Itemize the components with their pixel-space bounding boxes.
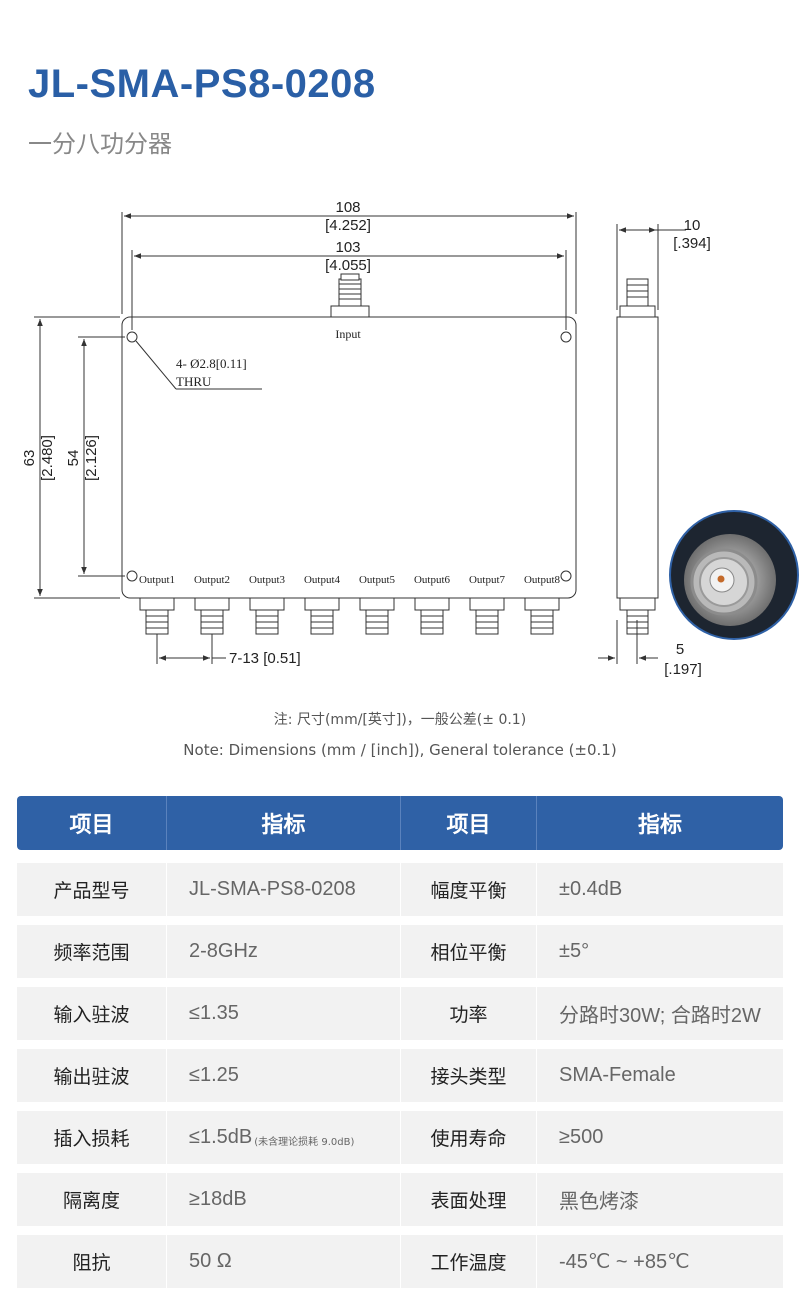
product-subtitle: 一分八功分器 [28,130,172,158]
row-key: 接头类型 [401,1049,537,1102]
table-row: 输出驻波 ≤1.25 接头类型 SMA-Female [17,1049,783,1102]
row-value: 2-8GHz [167,925,401,978]
row-key: 幅度平衡 [401,863,537,916]
output-label-1: Output1 [139,574,175,586]
header-spec-2: 指标 [637,813,682,838]
table-row: 插入损耗 ≤1.5dB(未含理论损耗 9.0dB) 使用寿命 ≥500 [17,1111,783,1164]
dim-overall-width-inch: [4.252] [325,217,371,234]
input-label: Input [335,327,361,341]
table-row: 输入驻波 ≤1.35 功率 分路时30W; 合路时2W [17,987,783,1040]
row-value: 黑色烤漆 [559,1191,639,1213]
table-header: 项目 指标 项目 指标 [17,796,783,850]
dim-overall-height: 63 [21,450,38,467]
output-connector-3 [249,597,285,635]
insertion-loss-value: ≤1.5dB [189,1126,253,1148]
row-value: ≤1.5dB(未含理论损耗 9.0dB) [167,1111,401,1164]
output-connector-7 [469,597,505,635]
dim-thickness-inch: [.394] [673,235,711,252]
row-key: 输入驻波 [17,987,167,1040]
dim-offset-inch: [.197] [664,661,702,678]
insertion-loss-note: (未含理论损耗 9.0dB) [254,1137,355,1148]
row-value: ≥500 [559,1126,604,1148]
row-key: 使用寿命 [401,1111,537,1164]
dim-hole-spacing-inch: [4.055] [325,257,371,274]
row-value: SMA-Female [559,1064,676,1086]
table-row: 隔离度 ≥18dB 表面处理 黑色烤漆 [17,1173,783,1226]
output-connector-5 [359,597,395,635]
header-item-1: 项目 [17,796,167,850]
row-value: -45℃ ~ +85℃ [559,1251,690,1273]
output-label-3: Output3 [249,574,286,586]
product-title: JL-SMA-PS8-0208 [28,62,376,106]
output-label-6: Output6 [414,574,451,586]
row-key: 表面处理 [401,1173,537,1226]
dimension-note-en: Note: Dimensions (mm / [inch]), General … [183,741,617,759]
output-connector-8 [524,597,560,635]
dim-thickness: 10 [684,217,701,234]
output-label-8: Output8 [524,574,561,586]
dim-offset: 5 [676,641,684,658]
output-connector-2 [194,597,230,635]
row-key: 阻抗 [17,1235,167,1288]
row-key: 输出驻波 [17,1049,167,1102]
dimension-drawing: 108 [4.252] 103 [4.055] 10 [.394] 5 [.19… [21,199,799,678]
row-key: 插入损耗 [17,1111,167,1164]
dim-connector-pitch: 7-13 [0.51] [229,650,301,667]
row-value: ≥18dB [167,1173,401,1226]
output-connector-4 [304,597,340,635]
dimension-note-cn: 注: 尺寸(mm/[英寸])，一般公差(± 0.1) [273,712,527,728]
row-value: ≤1.25 [167,1049,401,1102]
header-item-2: 项目 [401,796,537,850]
row-key: 相位平衡 [401,925,537,978]
output-label-4: Output4 [304,574,341,586]
dim-hole-height-inch: [2.126] [83,435,100,481]
row-key: 频率范围 [17,925,167,978]
row-value: ±5° [559,940,590,962]
row-value: ±0.4dB [559,878,623,900]
connector-photo [669,510,799,640]
row-key: 隔离度 [17,1173,167,1226]
dim-hole-spacing: 103 [335,239,360,256]
table-row: 阻抗 50 Ω 工作温度 -45℃ ~ +85℃ [17,1235,783,1288]
header-spec-1: 指标 [167,796,401,850]
output-connector-1 [139,597,175,635]
dim-overall-width: 108 [335,199,360,216]
table-row: 频率范围 2-8GHz 相位平衡 ±5° [17,925,783,978]
output-label-2: Output2 [194,574,230,586]
thru-callout: THRU [176,374,212,389]
row-value: 分路时30W; 合路时2W [559,1005,761,1027]
row-value: JL-SMA-PS8-0208 [167,863,401,916]
row-value: ≤1.35 [167,987,401,1040]
output-connector-6 [414,597,450,635]
output-label-5: Output5 [359,574,396,586]
row-value: 50 Ω [167,1235,401,1288]
row-key: 产品型号 [17,863,167,916]
row-key: 功率 [401,987,537,1040]
row-key: 工作温度 [401,1235,537,1288]
spec-table: 项目 指标 项目 指标 产品型号 JL-SMA-PS8-0208 幅度平衡 ±0… [17,796,783,1297]
table-row: 产品型号 JL-SMA-PS8-0208 幅度平衡 ±0.4dB [17,863,783,916]
dim-overall-height-inch: [2.480] [39,435,56,481]
dim-hole-height: 54 [65,450,82,467]
holes-callout: 4- Ø2.8[0.11] [176,356,247,371]
output-label-7: Output7 [469,574,506,586]
